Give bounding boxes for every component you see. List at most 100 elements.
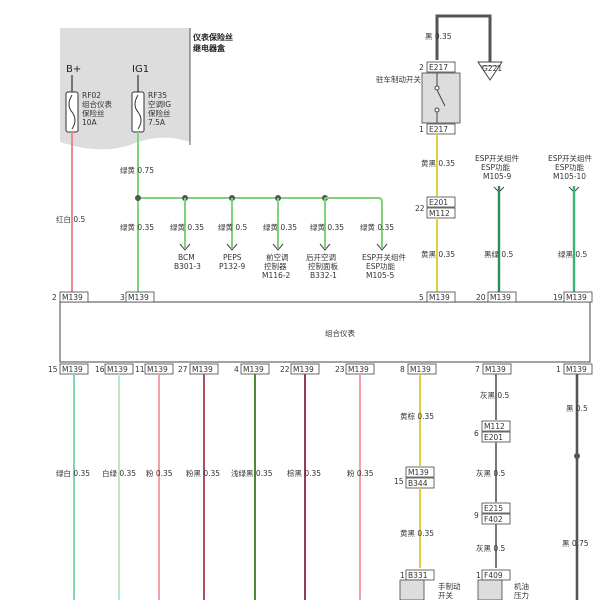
m139-bot-pin-3: 27 <box>178 365 188 374</box>
branch-esp-3: M105-5 <box>366 271 394 280</box>
branch-rear-2: 控制面板 <box>308 261 338 271</box>
e217-bot: E217 <box>429 125 448 134</box>
wire-label-white-green: 白绿 0.35 <box>102 468 136 478</box>
oil-1: 机油 <box>514 581 529 591</box>
ig1-label: IG1 <box>132 64 149 75</box>
m112-box <box>426 207 456 219</box>
esp2-line3: M105-10 <box>553 172 586 181</box>
m139-top-pin-3: 20 <box>476 293 486 302</box>
handbrake-2: 开关 <box>438 590 453 600</box>
wire-label-yellow-brown: 黄棕 0.35 <box>400 411 434 421</box>
wire-label-black-green: 黑绿 0.5 <box>484 250 514 259</box>
esp1-line2: ESP功能 <box>481 162 511 172</box>
wire-label-gy4: 绿黄 0.35 <box>263 222 297 232</box>
wire-black-top <box>435 14 492 62</box>
m139-bot-8: M139 <box>485 365 506 374</box>
e217-bot-pin: 1 <box>419 125 424 134</box>
branch-ac-3: M116-2 <box>262 271 290 280</box>
wire-label-gy5: 绿黄 0.35 <box>310 222 344 232</box>
f409: F409 <box>484 571 503 580</box>
m139-bot-pin-6: 23 <box>335 365 345 374</box>
fuse2-line3: 保险丝 <box>148 108 171 118</box>
esp1-line3: M105-9 <box>483 172 511 181</box>
wire-label-gb1: 灰黑 0.5 <box>480 390 510 400</box>
fuse-box-region <box>60 28 190 150</box>
parking-switch-label: 驻车制动开关 <box>376 74 421 84</box>
fuse-box-title-1: 仪表保险丝 <box>192 32 233 42</box>
wire-label-gy6: 绿黄 0.35 <box>360 222 394 232</box>
e217-top-pin: 2 <box>419 63 424 72</box>
m139-bot-4: M139 <box>243 365 264 374</box>
pin9: 9 <box>474 511 479 520</box>
switch-icon <box>436 89 446 107</box>
instrument-cluster-box <box>59 301 591 363</box>
esp2-line2: ESP功能 <box>555 162 585 172</box>
m112-r: M112 <box>484 422 505 431</box>
m139-bot-pin-1: 16 <box>95 365 105 374</box>
wire-label-gb3: 灰黑 0.5 <box>476 543 506 553</box>
fuse2-line1: RF35 <box>148 91 167 100</box>
m139-top-4: M139 <box>566 293 587 302</box>
branch-rear-1: 后开空调 <box>306 252 336 262</box>
m139-bot-5: M139 <box>293 365 314 374</box>
wire-label-black-r2: 黑 0.75 <box>562 539 589 548</box>
f409-pin: 1 <box>476 571 481 580</box>
fuse1-line2: 组合仪表 <box>82 99 112 109</box>
m139-bot-pin-0: 15 <box>48 365 58 374</box>
branch-peps-1: PEPS <box>223 253 242 262</box>
esp2-line1: ESP开关组件 <box>548 153 593 163</box>
m139-top-pin-2: 5 <box>419 293 424 302</box>
cluster-label: 组合仪表 <box>325 328 355 338</box>
pin6: 6 <box>474 429 479 438</box>
b331: B331 <box>408 571 428 580</box>
wire-label-gb2: 灰黑 0.5 <box>476 468 506 478</box>
wire-label-pink-black: 粉黑 0.35 <box>186 468 220 478</box>
branch-rear-3: B332-1 <box>310 271 337 280</box>
b331-pin: 1 <box>400 571 405 580</box>
branch-bcm-1: BCM <box>178 253 195 262</box>
e215: E215 <box>484 504 503 513</box>
pin22: 22 <box>415 204 425 213</box>
branch-peps-2: P132-9 <box>219 262 246 271</box>
m139-bot-pin-7: 8 <box>400 365 405 374</box>
wire-label-black-r1: 黑 0.5 <box>566 404 588 413</box>
wire-label-gy3: 绿黄 0.5 <box>218 222 248 232</box>
m139-top-3: M139 <box>490 293 511 302</box>
m139-bot-9: M139 <box>566 365 587 374</box>
m139-top-1: M139 <box>128 293 149 302</box>
fuse1-line1: RF02 <box>82 91 101 100</box>
m139-bot-7: M139 <box>410 365 431 374</box>
m139-bot-pin-5: 22 <box>280 365 290 374</box>
fuse2-line4: 7.5A <box>148 118 166 127</box>
m139-bot-6: M139 <box>348 365 369 374</box>
wire-label-black-top: 黑 0.35 <box>425 32 452 41</box>
branch-ac-2: 控制器 <box>264 261 287 271</box>
m139-mid: M139 <box>408 468 429 477</box>
wire-label-green-white: 绿白 0.35 <box>56 468 90 478</box>
m139-bot-pin-4: 4 <box>234 365 239 374</box>
pin15: 15 <box>394 477 404 486</box>
m112: M112 <box>429 209 450 218</box>
e201-box <box>426 196 456 208</box>
wire-label-pink: 粉 0.35 <box>146 468 173 478</box>
wire-label-red-white: 红白 0.5 <box>56 214 86 224</box>
m139-top-pin-1: 3 <box>120 293 125 302</box>
e201: E201 <box>429 198 448 207</box>
handbrake-1: 手制动 <box>438 581 461 591</box>
m139-bot-2: M139 <box>147 365 168 374</box>
f402: F402 <box>484 515 503 524</box>
m139-bot-3: M139 <box>192 365 213 374</box>
b344: B344 <box>408 479 428 488</box>
m139-top-0: M139 <box>62 293 83 302</box>
wire-label-green-black: 绿黑 0.5 <box>558 250 588 259</box>
wire-label-gy2: 绿黄 0.35 <box>170 222 204 232</box>
m139-bot-0: M139 <box>62 365 83 374</box>
fuse1-line4: 10A <box>82 118 98 127</box>
m139-top-2: M139 <box>429 293 450 302</box>
esp1-line1: ESP开关组件 <box>475 153 520 163</box>
branch-esp-1: ESP开关组件 <box>362 252 407 262</box>
m139-bot-pin-8: 7 <box>475 365 480 374</box>
wire-label-brown-black: 棕黑 0.35 <box>287 468 321 478</box>
wire-label-yb3: 黄黑 0.35 <box>400 528 434 538</box>
